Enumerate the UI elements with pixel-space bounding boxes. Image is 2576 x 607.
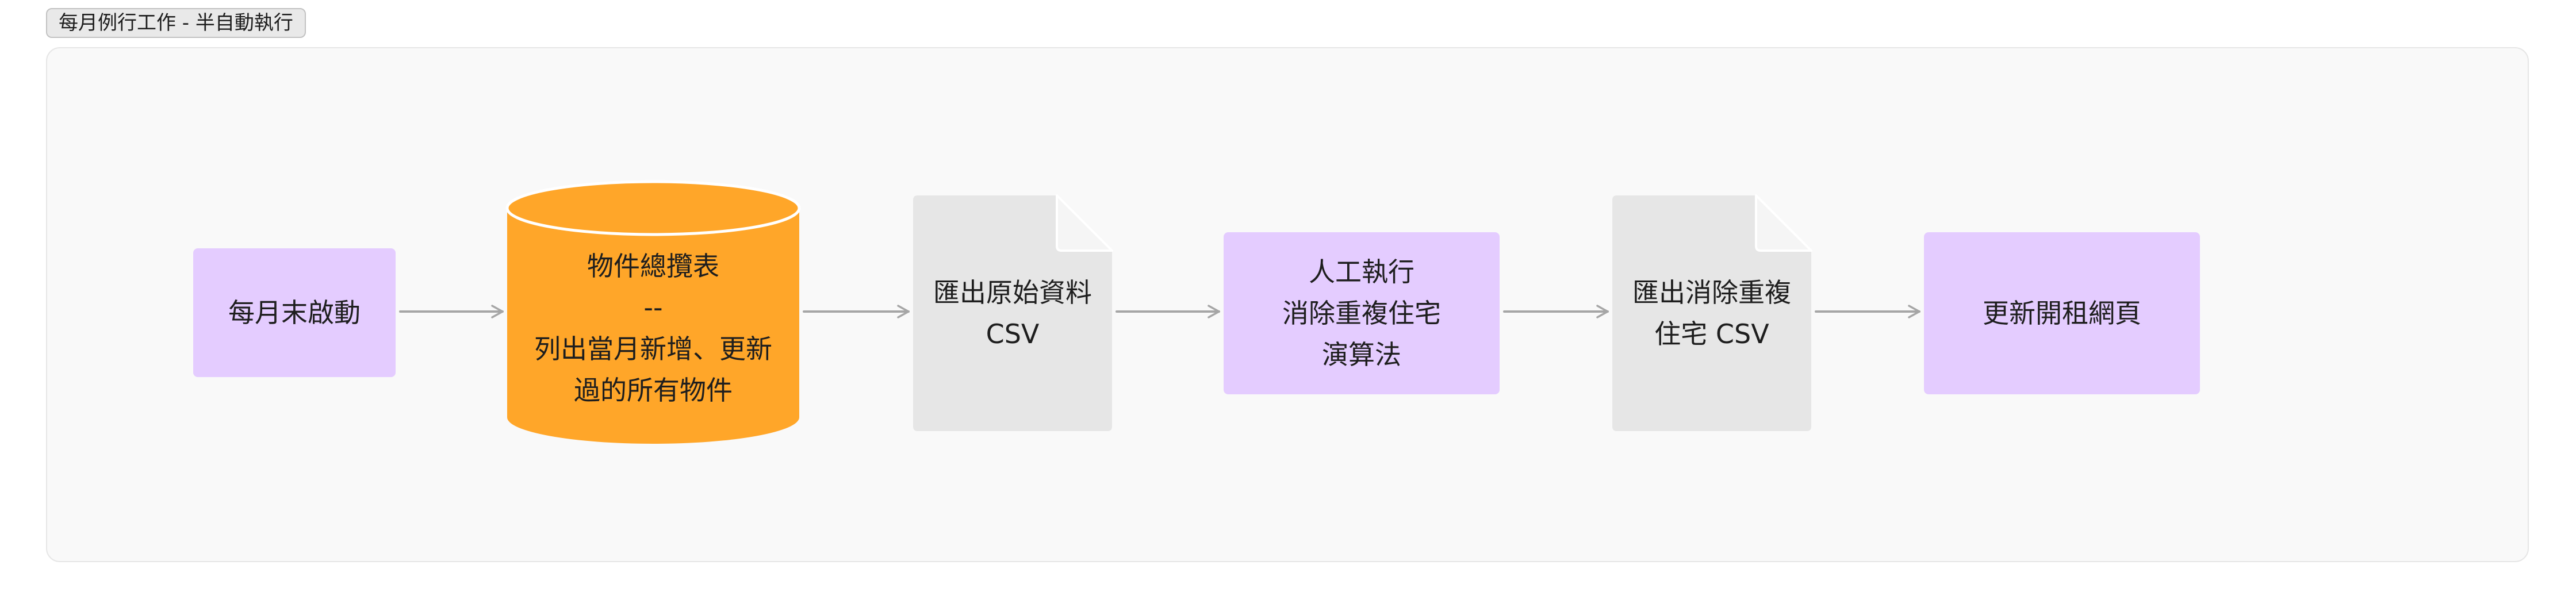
- document-fold: [1755, 194, 1812, 252]
- node-label-line: 人工執行: [1309, 256, 1414, 287]
- node-label-line: 匯出消除重複: [1632, 277, 1791, 308]
- process-box: [1924, 232, 2200, 394]
- document-fold: [1056, 194, 1113, 252]
- node-update-page[interactable]: 更新開租網頁: [1924, 232, 2200, 394]
- node-label-line: 過的所有物件: [574, 375, 733, 406]
- database-top: [505, 180, 801, 236]
- node-label-line: 物件總攬表: [587, 251, 719, 282]
- process-box: [193, 248, 396, 377]
- document-body: [913, 195, 1112, 431]
- node-label-line: 匯出原始資料: [933, 277, 1092, 308]
- document-body: [1612, 195, 1811, 431]
- database-body: [507, 208, 799, 444]
- node-label-line: 消除重複住宅: [1282, 298, 1441, 329]
- node-label-line: CSV: [986, 318, 1040, 349]
- node-label-line: 演算法: [1322, 339, 1401, 370]
- section-title[interactable]: 每月例行工作 - 半自動執行: [46, 8, 306, 38]
- node-label-line: 住宅 CSV: [1654, 318, 1769, 349]
- node-start[interactable]: 每月末啟動: [193, 248, 396, 377]
- node-label-line: --: [643, 292, 662, 323]
- node-label-line: 列出當月新增、更新: [534, 333, 772, 364]
- node-raw-csv[interactable]: 匯出原始資料 CSV: [913, 194, 1113, 431]
- process-box: [1224, 232, 1500, 394]
- node-label-line: 每月末啟動: [228, 297, 361, 328]
- node-label-line: 更新開租網頁: [1983, 298, 2141, 329]
